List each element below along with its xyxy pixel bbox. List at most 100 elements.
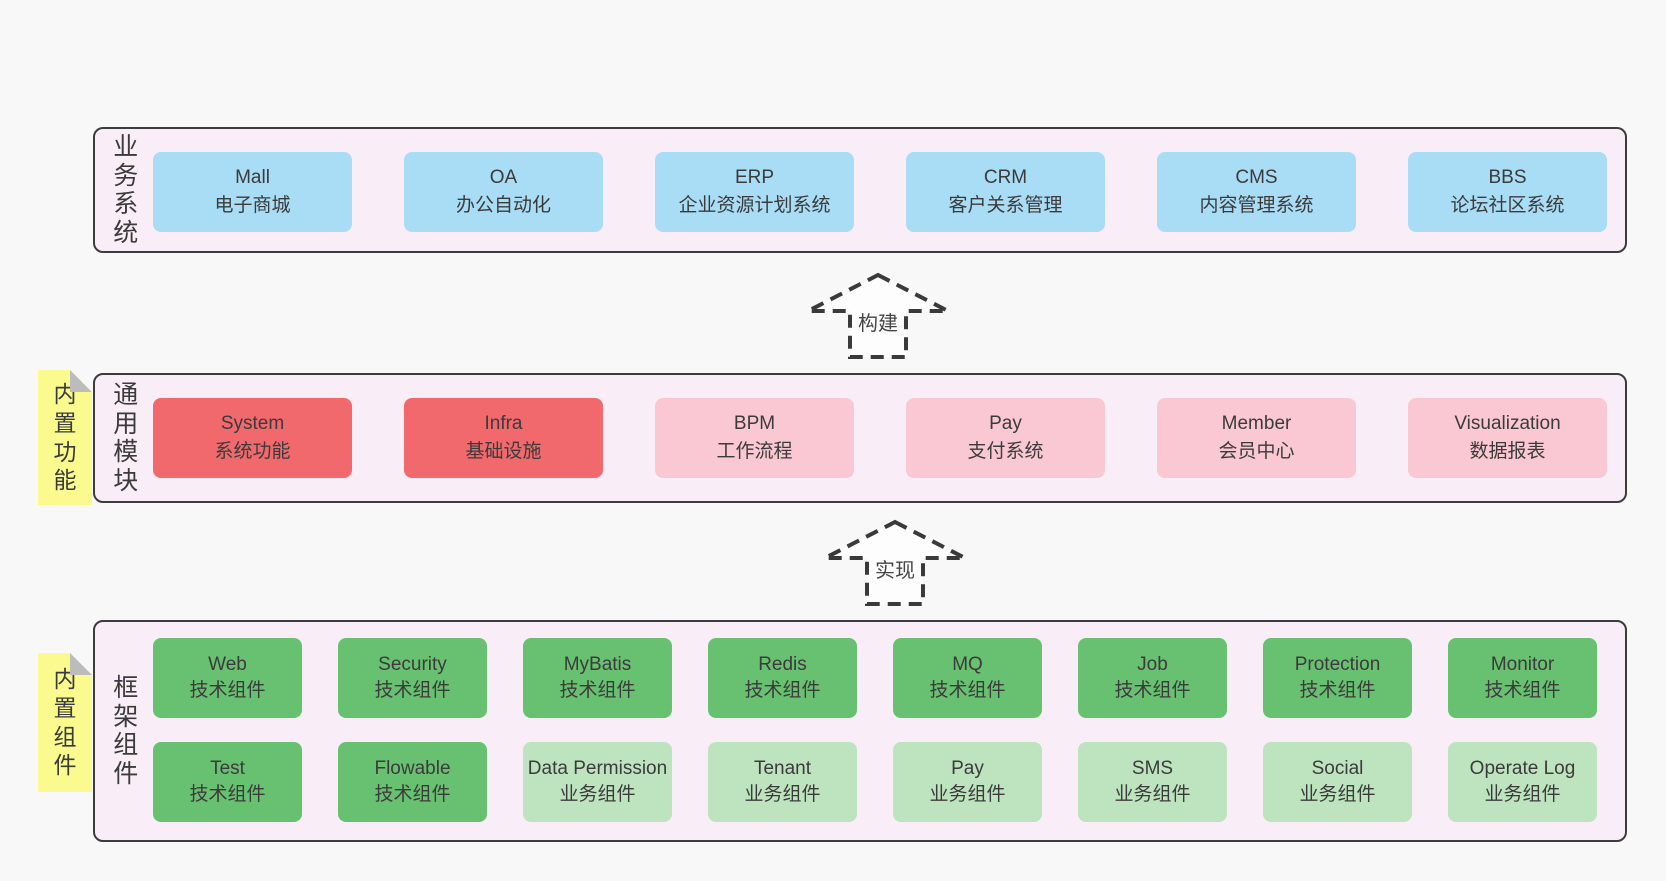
box-name: ERP bbox=[734, 166, 775, 188]
box-desc: 技术组件 bbox=[744, 680, 821, 701]
box-name: Job bbox=[1137, 654, 1168, 676]
module-box-member: Member 会员中心 bbox=[1157, 398, 1356, 478]
box-name: CMS bbox=[1235, 166, 1278, 188]
box-desc: 会员中心 bbox=[1218, 441, 1295, 462]
module-box-crm: CRM 客户关系管理 bbox=[906, 152, 1105, 232]
module-box-bpm: BPM 工作流程 bbox=[655, 398, 854, 478]
box-name: MyBatis bbox=[563, 654, 632, 676]
module-box-oa: OA 办公自动化 bbox=[404, 152, 603, 232]
sticky-built-in-features: 内置功能 bbox=[38, 370, 92, 505]
module-box-visualization: Visualization 数据报表 bbox=[1408, 398, 1607, 478]
module-box-cms: CMS 内容管理系统 bbox=[1157, 152, 1356, 232]
box-name: Monitor bbox=[1490, 654, 1555, 676]
sticky-fold-icon bbox=[70, 653, 92, 675]
sticky-fold-icon bbox=[70, 370, 92, 392]
box-name: Visualization bbox=[1454, 412, 1561, 434]
box-desc: 业务组件 bbox=[559, 784, 636, 805]
box-name: Test bbox=[210, 758, 245, 780]
box-name: Tenant bbox=[753, 758, 812, 780]
box-desc: 客户关系管理 bbox=[948, 195, 1063, 216]
box-desc: 基础设施 bbox=[465, 441, 542, 462]
box-desc: 业务组件 bbox=[1299, 784, 1376, 805]
box-desc: 技术组件 bbox=[929, 680, 1006, 701]
sticky-built-in-features-label: 内置功能 bbox=[53, 381, 77, 494]
box-name: Flowable bbox=[374, 758, 451, 780]
box-name: System bbox=[220, 412, 285, 434]
box-desc: 技术组件 bbox=[374, 784, 451, 805]
box-desc: 业务组件 bbox=[1484, 784, 1561, 805]
box-desc: 论坛社区系统 bbox=[1450, 195, 1565, 216]
box-name: Data Permission bbox=[527, 758, 668, 780]
box-name: Protection bbox=[1294, 654, 1381, 676]
module-box-flowable: Flowable 技术组件 bbox=[338, 742, 487, 822]
box-name: Infra bbox=[484, 412, 523, 434]
module-box-redis: Redis 技术组件 bbox=[708, 638, 857, 718]
module-box-monitor: Monitor 技术组件 bbox=[1448, 638, 1597, 718]
box-desc: 技术组件 bbox=[189, 680, 266, 701]
box-desc: 技术组件 bbox=[559, 680, 636, 701]
build-arrow: 构建 bbox=[805, 272, 951, 360]
module-box-web: Web 技术组件 bbox=[153, 638, 302, 718]
box-name: Redis bbox=[758, 654, 807, 676]
panel-label-business-systems: 业务系统 bbox=[113, 133, 139, 247]
box-name: Web bbox=[208, 654, 247, 676]
box-desc: 技术组件 bbox=[374, 680, 451, 701]
sticky-built-in-components: 内置组件 bbox=[38, 653, 92, 792]
module-box-security: Security 技术组件 bbox=[338, 638, 487, 718]
box-name: SMS bbox=[1131, 758, 1174, 780]
panel-label-common-modules: 通用模块 bbox=[113, 381, 139, 495]
module-box-infra: Infra 基础设施 bbox=[404, 398, 603, 478]
module-box-operate-log: Operate Log 业务组件 bbox=[1448, 742, 1597, 822]
box-name: CRM bbox=[983, 166, 1028, 188]
box-desc: 技术组件 bbox=[189, 784, 266, 805]
box-desc: 内容管理系统 bbox=[1199, 195, 1314, 216]
box-name: OA bbox=[489, 166, 518, 188]
box-desc: 电子商城 bbox=[214, 195, 291, 216]
module-box-mybatis: MyBatis 技术组件 bbox=[523, 638, 672, 718]
module-box-tenant: Tenant 业务组件 bbox=[708, 742, 857, 822]
module-box-bbs: BBS 论坛社区系统 bbox=[1408, 152, 1607, 232]
sticky-built-in-components-label: 内置组件 bbox=[53, 666, 77, 779]
box-name: BBS bbox=[1488, 166, 1527, 188]
box-name: MQ bbox=[952, 654, 983, 676]
module-box-data-permission: Data Permission 业务组件 bbox=[523, 742, 672, 822]
box-name: Operate Log bbox=[1469, 758, 1576, 780]
box-desc: 办公自动化 bbox=[455, 195, 551, 216]
box-name: Pay bbox=[951, 758, 984, 780]
box-desc: 技术组件 bbox=[1484, 680, 1561, 701]
box-desc: 企业资源计划系统 bbox=[678, 195, 831, 216]
panel-label-framework-components: 框架组件 bbox=[113, 674, 139, 788]
module-box-erp: ERP 企业资源计划系统 bbox=[655, 152, 854, 232]
box-desc: 工作流程 bbox=[716, 441, 793, 462]
module-box-mq: MQ 技术组件 bbox=[893, 638, 1042, 718]
box-desc: 技术组件 bbox=[1114, 680, 1191, 701]
box-desc: 业务组件 bbox=[1114, 784, 1191, 805]
module-box-sms: SMS 业务组件 bbox=[1078, 742, 1227, 822]
box-desc: 支付系统 bbox=[967, 441, 1044, 462]
box-desc: 技术组件 bbox=[1299, 680, 1376, 701]
implement-arrow: 实现 bbox=[822, 519, 968, 607]
box-name: Security bbox=[378, 654, 447, 676]
box-desc: 数据报表 bbox=[1469, 441, 1546, 462]
build-arrow-label: 构建 bbox=[855, 312, 901, 336]
box-desc: 业务组件 bbox=[744, 784, 821, 805]
box-name: BPM bbox=[733, 412, 776, 434]
implement-arrow-label: 实现 bbox=[872, 559, 918, 583]
box-name: Member bbox=[1221, 412, 1292, 434]
box-name: Pay bbox=[989, 412, 1022, 434]
module-box-test: Test 技术组件 bbox=[153, 742, 302, 822]
module-box-pay: Pay 支付系统 bbox=[906, 398, 1105, 478]
